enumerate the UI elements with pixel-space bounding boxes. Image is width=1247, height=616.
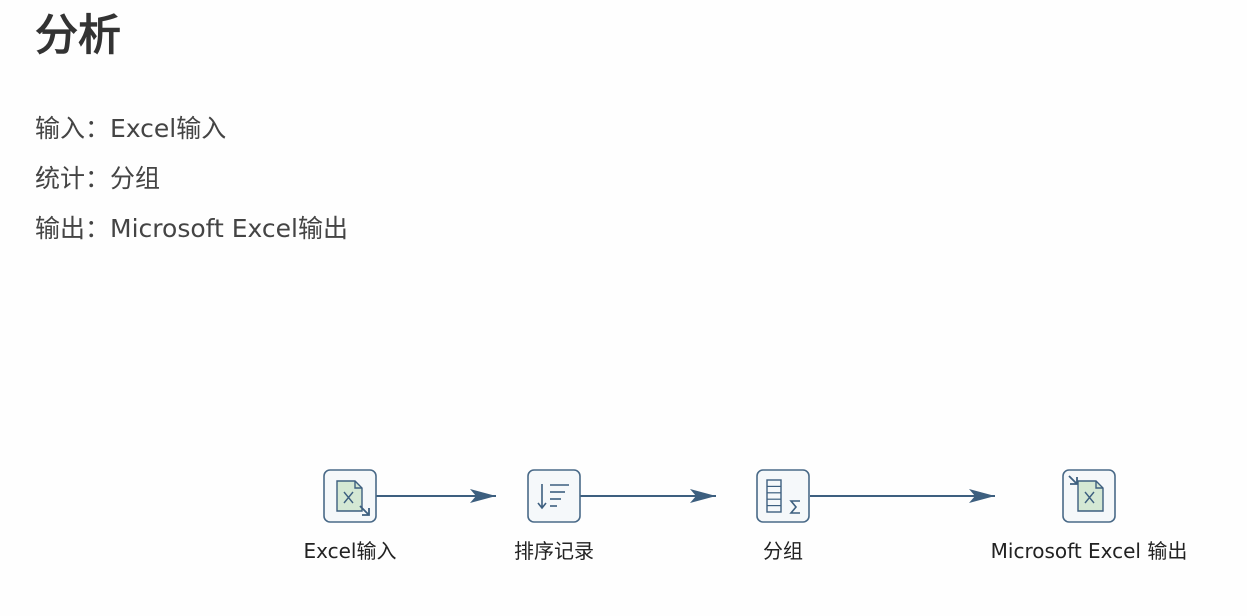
- summary-stats-sep: ：: [85, 164, 111, 193]
- summary-stats-line: 统计：分组: [35, 154, 348, 204]
- summary-input-line: 输入：Excel输入: [35, 104, 348, 154]
- summary-input-sep: ：: [85, 114, 111, 143]
- summary-input-key: 输入: [35, 114, 86, 143]
- excel-output-icon: [1068, 475, 1104, 512]
- summary-output-sep: ：: [85, 214, 111, 243]
- step-label-sort-rows: 排序记录: [514, 539, 594, 563]
- step-summary: 输入：Excel输入 统计：分组 输出：Microsoft Excel输出: [35, 104, 348, 254]
- sort-rows-icon: [537, 484, 569, 510]
- step-excel-output[interactable]: [1062, 469, 1116, 523]
- step-label-group-by: 分组: [763, 539, 803, 563]
- summary-output-key: 输出: [35, 214, 86, 243]
- step-label-excel-output: Microsoft Excel 输出: [991, 539, 1188, 563]
- summary-stats-value: 分组: [110, 164, 161, 193]
- summary-output-line: 输出：Microsoft Excel输出: [35, 204, 348, 254]
- step-label-excel-input: Excel输入: [304, 539, 397, 563]
- group-by-icon: [766, 479, 800, 514]
- page-title: 分析: [35, 11, 121, 61]
- excel-input-icon: [336, 480, 370, 516]
- summary-input-value: Excel输入: [110, 114, 227, 143]
- step-sort-rows[interactable]: [527, 469, 581, 523]
- step-group-by[interactable]: [756, 469, 810, 523]
- summary-stats-key: 统计: [35, 164, 86, 193]
- step-excel-input[interactable]: [323, 469, 377, 523]
- summary-output-value: Microsoft Excel输出: [110, 214, 348, 243]
